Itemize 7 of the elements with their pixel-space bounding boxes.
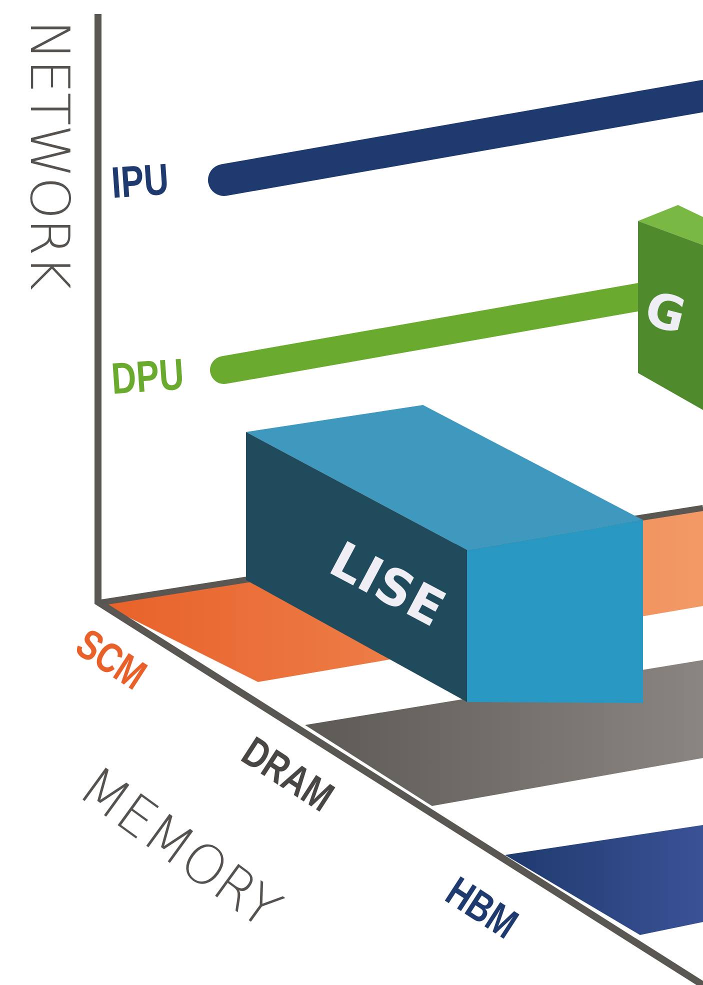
memory-label: SCM: [69, 622, 154, 697]
network-label: IPU: [110, 158, 170, 206]
axis-title: NETWORK: [22, 20, 76, 290]
block-label: LISE: [322, 534, 453, 635]
network-label: DPU: [110, 352, 186, 402]
block-label: G: [640, 285, 690, 342]
memory-label: HBM: [439, 870, 525, 946]
